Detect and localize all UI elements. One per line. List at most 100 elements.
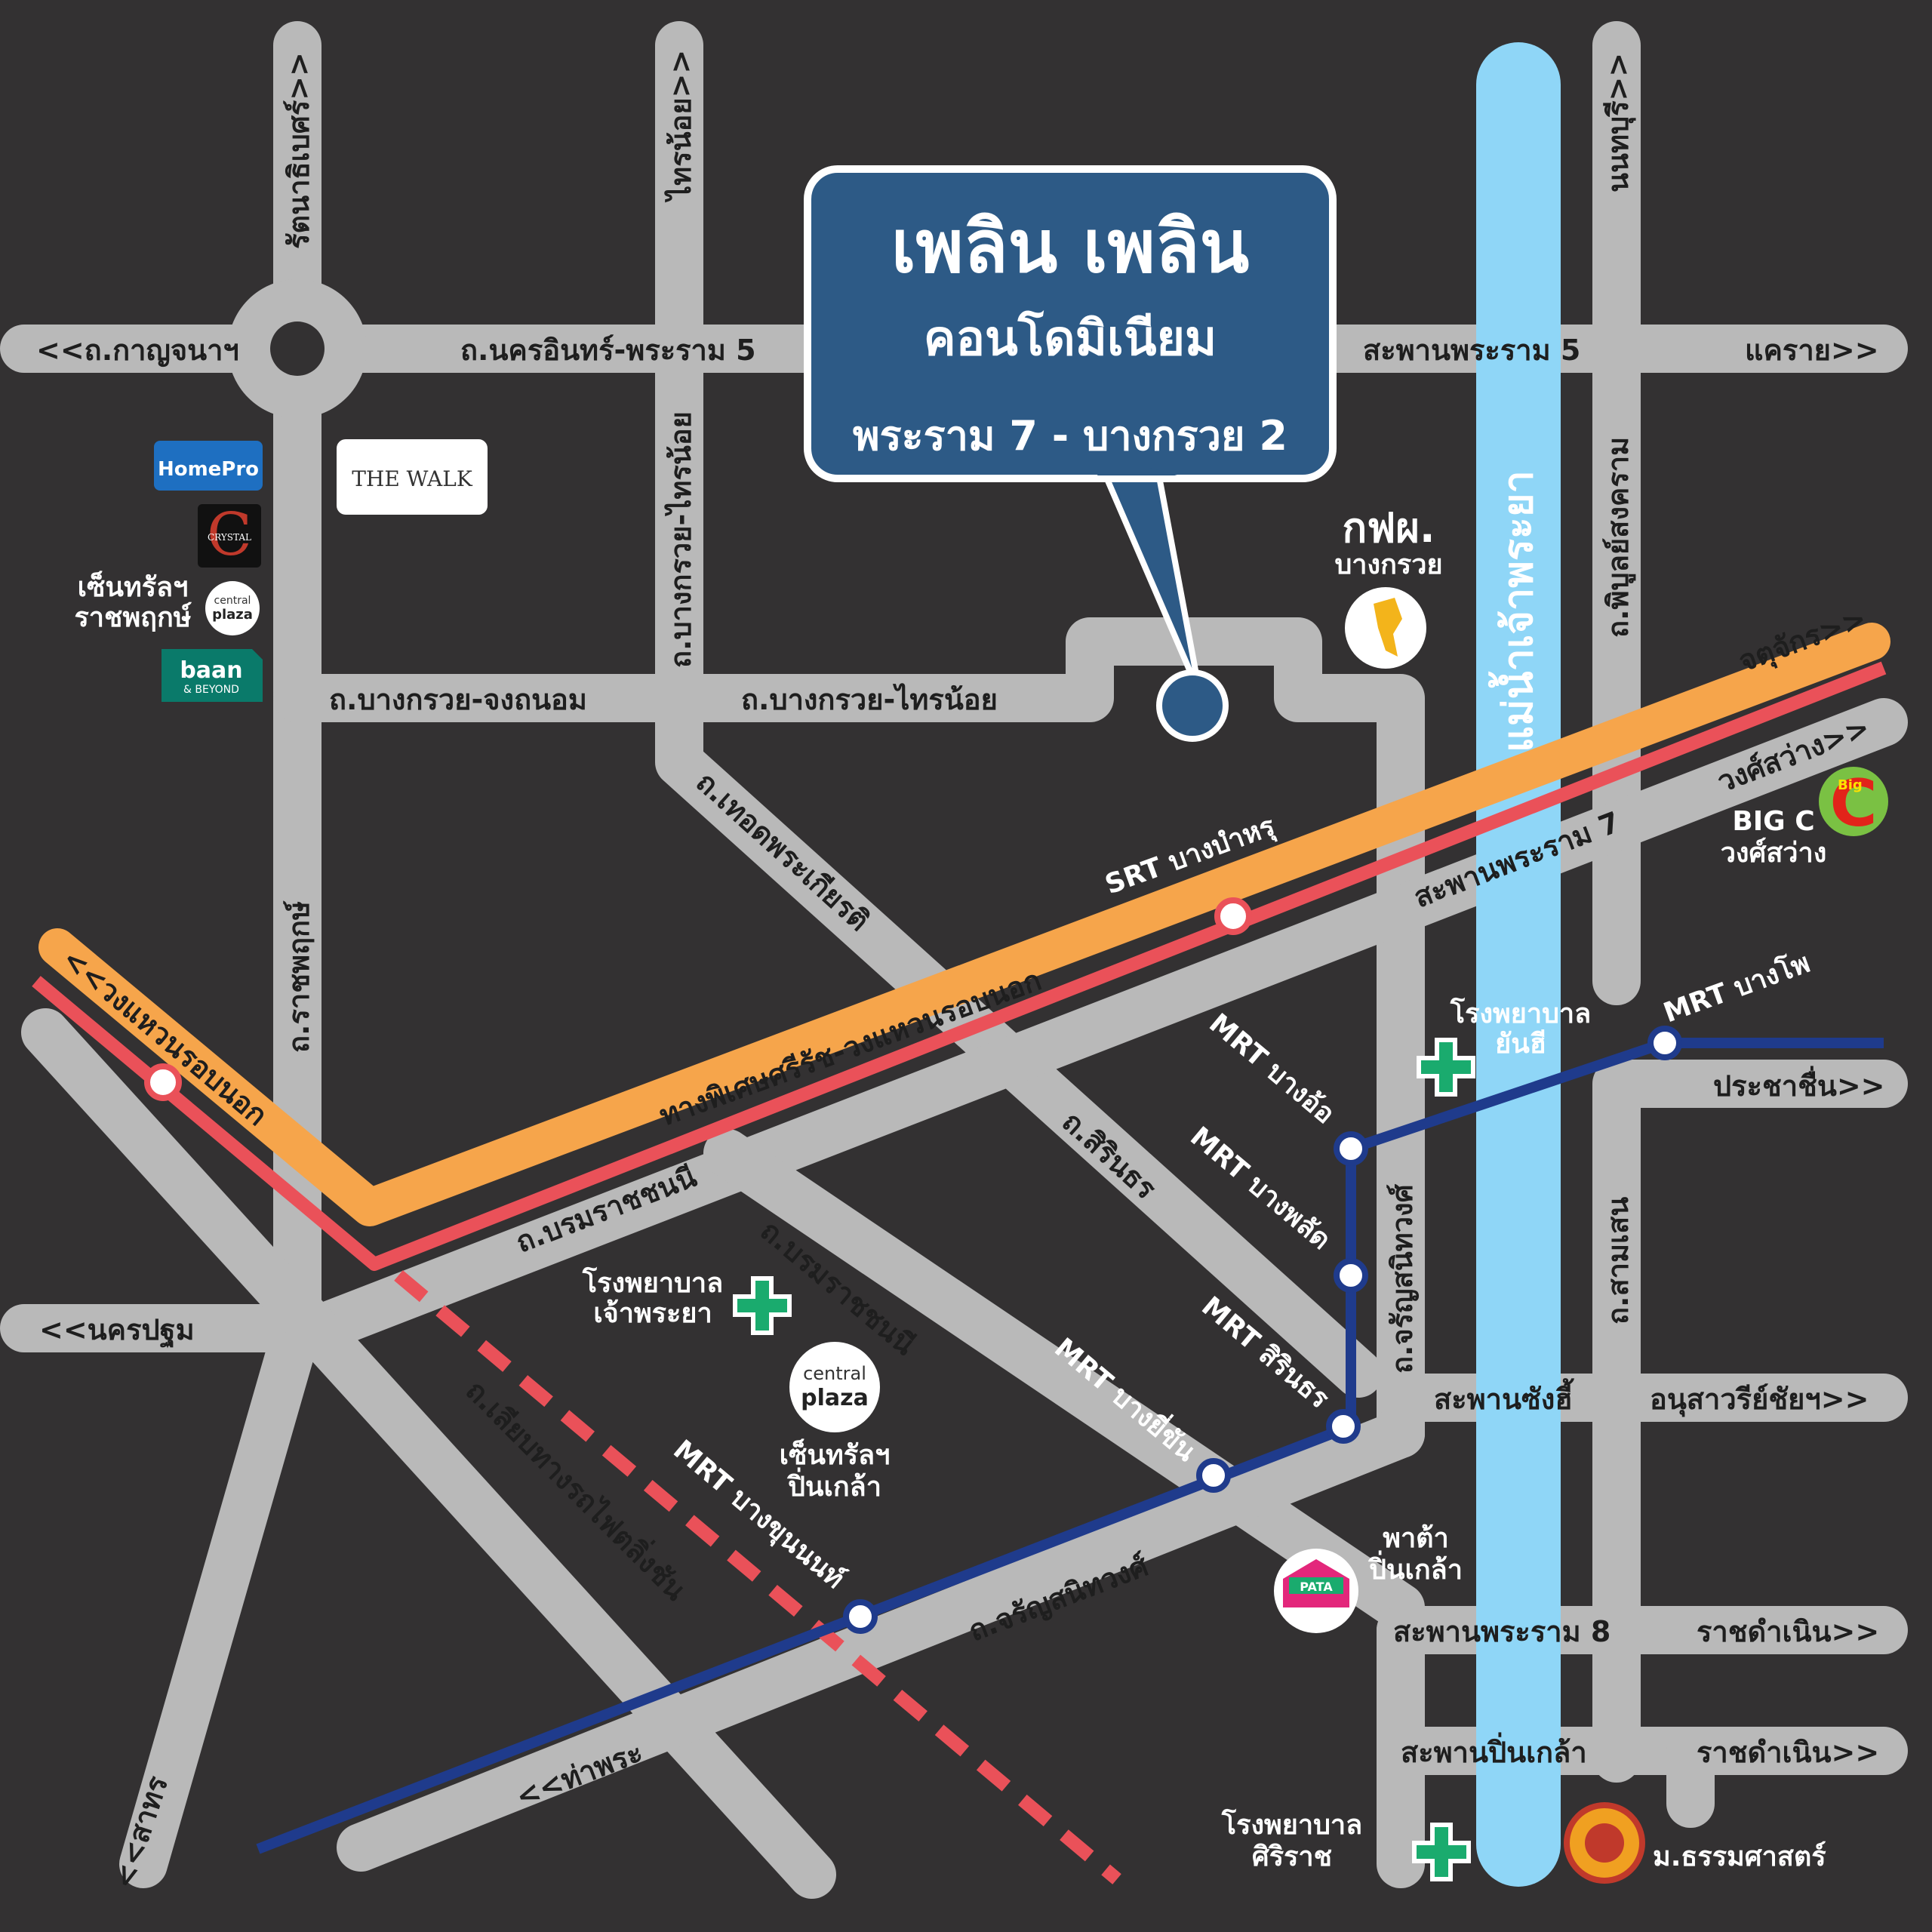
label-ratchadamnoen-1: ราชดำเนิน>> <box>1697 1615 1879 1648</box>
label-ratchaphruek: ถ.ราชพฤกษ์ <box>282 900 315 1053</box>
pata-logo-text: PATA <box>1300 1580 1333 1594</box>
road-borommaratchachonnani <box>703 1129 1425 1632</box>
label-prachachuen: ประชาชื่น>> <box>1713 1066 1885 1103</box>
pata-logo-band <box>1289 1577 1343 1594</box>
label-nonthaburi: นนทบุรี>> <box>1601 53 1636 192</box>
central-plaza-logo <box>205 581 260 635</box>
label-nakhon-in: ถ.นครอินทร์-พระราม 5 <box>460 334 756 367</box>
homepro-logo-text: HomePro <box>158 458 259 481</box>
label-nakhon-pathom: <<นครปฐม <box>39 1313 195 1349</box>
label-pata-1: พาต้า <box>1383 1523 1449 1554</box>
label-bangkruai-jongthanom: ถ.บางกรวย-จงถนอม <box>329 683 587 716</box>
thammasat: ม.ธรรมศาสตร์ <box>1564 1802 1826 1884</box>
central-logo-text-2: plaza <box>212 607 253 623</box>
station-mrt-bangphlat[interactable] <box>1334 1258 1368 1293</box>
the-walk-logo-text: THE WALK <box>352 466 473 491</box>
title-callout: เพลิน เพลิน คอนโดมิเนียม พระราม 7 - บางก… <box>804 165 1337 742</box>
central-logo-text-2: plaza <box>801 1385 869 1411</box>
label-siriraj-2: ศิริราช <box>1252 1841 1332 1872</box>
station-mrt-bangor[interactable] <box>1334 1131 1368 1166</box>
station-mrt-sirindhorn[interactable] <box>1326 1409 1361 1444</box>
egat: กฟผ. บางกรวย <box>1334 504 1443 669</box>
title-line2: คอนโดมิเนียม <box>924 309 1217 367</box>
bigc-logo <box>1819 767 1888 836</box>
homepro-logo <box>154 441 263 491</box>
central-pinklao: central plaza เซ็นทรัลฯ ปิ่นเกล้า <box>780 1342 891 1503</box>
central-logo-text-1: central <box>803 1363 866 1384</box>
crystal-logo-text: CRYSTAL <box>208 532 251 543</box>
pata-pinklao: พาต้า ปิ่นเกล้า PATA <box>1274 1523 1463 1633</box>
central-plaza-logo <box>789 1342 880 1432</box>
title-box <box>804 165 1337 482</box>
station-outer-ring[interactable] <box>144 1063 182 1101</box>
station-mrt-bangpho[interactable] <box>1647 1026 1682 1060</box>
road-sai-noi <box>655 21 1383 1398</box>
label-charan-v: ถ.จรัญสนิทวงศ์ <box>1386 1183 1419 1374</box>
label-yanhee-2: ยันฮี <box>1495 1029 1546 1060</box>
the-walk-logo <box>337 439 488 515</box>
label-pinklao-1: เซ็นทรัลฯ <box>780 1438 891 1471</box>
river-label: แม่น้ำเจ้าพระยา <box>1488 470 1542 752</box>
siriraj-hospital: โรงพยาบาล ศิริราช <box>1221 1808 1471 1881</box>
label-phibun: ถ.พิบูลย์สงคราม <box>1601 437 1636 638</box>
label-bigc-1: BIG C <box>1732 806 1814 837</box>
label-anusawari: อนุสาวรีย์ชัยฯ>> <box>1650 1383 1869 1417</box>
chao-phraya-river <box>1476 42 1561 1887</box>
road-tha-phra <box>337 1410 1425 1872</box>
bigc: BIG C วงศ์สว่าง C Big <box>1721 766 1888 869</box>
label-egat-1: กฟผ. <box>1342 504 1435 552</box>
label-pinklao-2: ปิ่นเกล้า <box>786 1467 881 1503</box>
bigc-badge-text: Big <box>1838 777 1863 793</box>
hospital-cross-icon <box>1412 1823 1471 1881</box>
hospital-cross-icon <box>733 1276 792 1335</box>
label-pata-2: ปิ่นเกล้า <box>1367 1550 1463 1586</box>
retail-logos: HomePro THE WALK C CRYSTAL เซ็นทรัลฯ ราช… <box>74 439 488 702</box>
label-bangkruai-sainoi-h: ถ.บางกรวย-ไทรน้อย <box>741 683 998 716</box>
label-rattanathibet: รัตนาธิเบศร์>> <box>282 52 315 249</box>
label-siriraj-1: โรงพยาบาล <box>1221 1808 1362 1841</box>
road-network <box>0 21 1908 1899</box>
label-thammasat: ม.ธรรมศาสตร์ <box>1653 1841 1826 1872</box>
bigc-c-icon: C <box>1829 766 1877 841</box>
label-yanhee-1: โรงพยาบาล <box>1450 997 1591 1029</box>
egat-map-icon <box>1374 598 1402 657</box>
road-bangkruai <box>273 617 1425 1458</box>
baan-logo-text-2: & BEYOND <box>183 684 239 696</box>
thammasat-seal-inner <box>1585 1823 1624 1863</box>
crystal-logo-c: C <box>207 501 252 569</box>
project-location-pin[interactable] <box>1156 669 1229 742</box>
label-bangkruai-sainoi-v: ถ.บางกรวย-ไทรน้อย <box>664 411 697 668</box>
stations <box>144 897 1682 1634</box>
label-khae-rai: แคราย>> <box>1745 334 1879 367</box>
label-sai-noi: ไทรน้อย>> <box>664 50 697 203</box>
label-pinklao-bridge: สะพานปิ่นเกล้า <box>1401 1732 1587 1769</box>
central-logo-text-1: central <box>214 595 251 607</box>
chaophraya-hospital: โรงพยาบาล เจ้าพระยา <box>582 1266 792 1335</box>
station-mrt-bangkhunnon[interactable] <box>843 1599 878 1634</box>
label-rama8-bridge: สะพานพระราม 8 <box>1393 1615 1611 1648</box>
yanhee-hospital: โรงพยาบาล ยันฮี <box>1417 997 1591 1097</box>
baan-beyond-logo <box>162 649 263 702</box>
roundabout-center <box>270 321 325 376</box>
label-ratchadamnoen-2: ราชดำเนิน>> <box>1697 1736 1879 1769</box>
baan-logo-text-1: baan <box>180 657 242 684</box>
label-rama5-bridge: สะพานพระราม 5 <box>1363 334 1580 367</box>
callout-pointer-cover <box>1097 468 1177 475</box>
label-egat-2: บางกรวย <box>1334 549 1442 580</box>
label-bigc-2: วงศ์สว่าง <box>1721 837 1827 869</box>
srt-red-line-planned <box>394 1270 1121 1884</box>
label-sam-sen: ถ.สามเสน <box>1601 1197 1635 1324</box>
label-sangho-bridge: สะพานซังฮี้ <box>1434 1378 1574 1416</box>
label-ratchaphruek-central-1: เซ็นทรัลฯ <box>78 570 189 603</box>
station-mrt-bangyikhan[interactable] <box>1196 1458 1231 1493</box>
label-kanchana: <<ถ.กาญจนาฯ <box>36 334 239 367</box>
crystal-logo <box>198 504 261 568</box>
title-line3: พระราม 7 - บางกรวย 2 <box>853 412 1287 460</box>
expressway-line <box>38 623 1890 1226</box>
label-chaophraya-2: เจ้าพระยา <box>593 1298 712 1329</box>
label-chaophraya-1: โรงพยาบาล <box>582 1266 723 1299</box>
label-ratchaphruek-central-2: ราชพฤกษ์ <box>74 601 192 633</box>
station-srt-bangbamru[interactable] <box>1214 897 1252 935</box>
title-line1: เพลิน เพลิน <box>891 205 1250 289</box>
